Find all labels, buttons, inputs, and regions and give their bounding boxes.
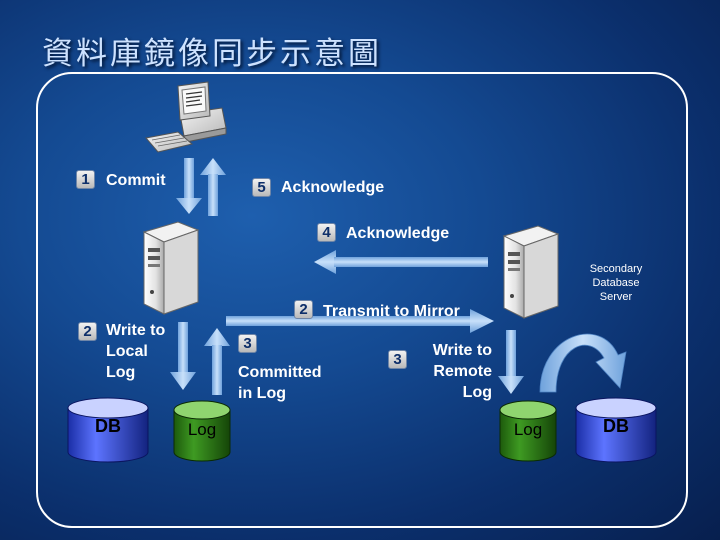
secondary-label-line2: Database <box>592 277 640 289</box>
committed-line2: in Log <box>238 385 286 402</box>
write-remote-label: Write to Remote Log <box>418 340 492 403</box>
write-remote-arrow <box>498 330 524 394</box>
db-left-label: DB <box>95 416 121 436</box>
step-1-badge: 1 <box>76 170 95 189</box>
page-title: 資料庫鏡像同步示意圖 <box>42 36 382 72</box>
secondary-label-line3: Server <box>599 291 633 303</box>
ack-mirror-arrow <box>314 250 488 274</box>
transmit-label: Transmit to Mirror <box>323 303 460 320</box>
db-right-cylinder <box>575 397 657 463</box>
write-remote-line1: Write to <box>432 342 492 359</box>
secondary-label-line1: Secondary <box>589 263 643 275</box>
commit-arrow <box>176 158 202 214</box>
write-local-arrow <box>170 322 196 390</box>
acknowledge-mirror-label: Acknowledge <box>346 225 450 242</box>
client-computer-icon <box>145 81 227 153</box>
db-left-cylinder <box>67 397 149 463</box>
log-left-cylinder <box>173 400 231 462</box>
write-local-line2: Local <box>106 343 148 360</box>
write-local-line1: Write to <box>106 322 166 339</box>
ack-client-arrow <box>200 158 226 216</box>
log-right-label: Log <box>513 420 543 439</box>
committed-arrow <box>204 328 230 395</box>
write-local-line3: Log <box>106 364 136 381</box>
step-3-committed-badge: 3 <box>238 334 257 353</box>
secondary-server-icon <box>502 225 560 319</box>
step-5-badge: 5 <box>252 178 271 197</box>
acknowledge-client-label: Acknowledge <box>281 179 385 196</box>
principal-server-icon <box>142 221 200 315</box>
committed-label: Committed in Log <box>238 362 322 404</box>
redo-curve-arrow <box>539 333 627 393</box>
transmit-arrow <box>226 309 494 333</box>
write-local-label: Write to Local Log <box>106 320 165 383</box>
step-2-transmit-badge: 2 <box>294 300 313 319</box>
log-left-label: Log <box>187 420 217 439</box>
committed-line1: Committed <box>238 364 322 381</box>
log-right-cylinder <box>499 400 557 462</box>
write-remote-line3: Log <box>462 384 492 401</box>
step-4-badge: 4 <box>317 223 336 242</box>
write-remote-line2: Remote <box>433 363 492 380</box>
diagram-panel <box>36 72 688 528</box>
commit-label: Commit <box>106 172 166 189</box>
db-right-label: DB <box>603 416 629 436</box>
step-2-local-badge: 2 <box>78 322 97 341</box>
step-3-remote-badge: 3 <box>388 350 407 369</box>
